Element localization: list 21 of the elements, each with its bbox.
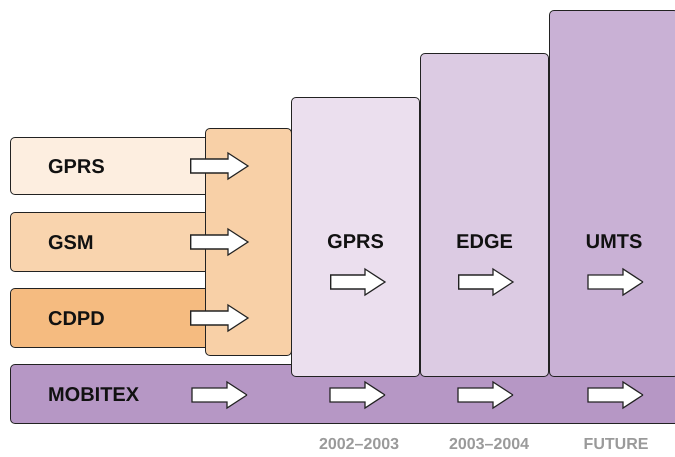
year-label: FUTURE [582, 436, 650, 454]
technology-name: GSM [48, 232, 94, 255]
technology-name: MOBITEX [48, 384, 140, 407]
technology-box [549, 10, 675, 377]
technology-box [291, 97, 420, 377]
technology-box [10, 137, 206, 195]
technology-box [10, 288, 206, 348]
technology-name: CDPD [48, 308, 105, 331]
arrow [190, 152, 249, 180]
technology-box [10, 212, 206, 272]
year-label: 2002–2003 [318, 436, 400, 454]
technology-box [420, 53, 549, 377]
year-label: 2003–2004 [448, 436, 530, 454]
arrow [330, 268, 386, 296]
technology-name: EDGE [455, 231, 514, 254]
technology-name: GPRS [326, 231, 385, 254]
technology-name: UMTS [584, 231, 644, 254]
arrow [190, 304, 249, 332]
arrow [458, 268, 514, 296]
arrow [190, 228, 249, 256]
technology-name: GPRS [48, 156, 105, 179]
